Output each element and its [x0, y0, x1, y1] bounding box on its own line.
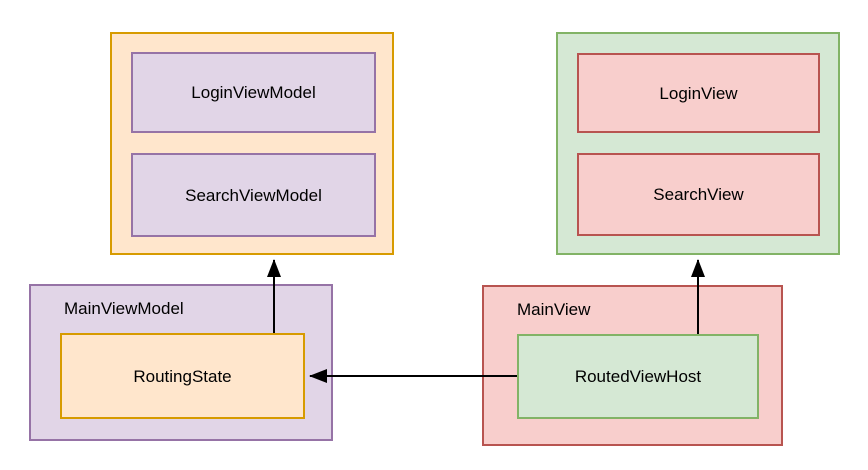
node-search-view: SearchView — [577, 153, 820, 236]
node-routed-view-host-label: RoutedViewHost — [574, 367, 702, 386]
node-login-viewmodel-label: LoginViewModel — [191, 83, 316, 102]
node-search-view-label: SearchView — [653, 185, 744, 204]
node-search-viewmodel-label: SearchViewModel — [185, 185, 322, 205]
node-routing-state-label: RoutingState — [133, 366, 232, 386]
node-routing-state: RoutingState — [60, 333, 305, 419]
node-search-viewmodel: SearchViewModel — [131, 153, 376, 237]
node-login-view-label: LoginView — [659, 83, 738, 103]
node-login-viewmodel: LoginViewModel — [131, 52, 376, 133]
node-login-view: LoginView — [577, 53, 820, 133]
node-routed-view-host: RoutedViewHost — [517, 334, 759, 419]
node-main-viewmodel-label: MainViewModel — [64, 299, 184, 318]
node-main-view-label: MainView — [517, 300, 591, 319]
